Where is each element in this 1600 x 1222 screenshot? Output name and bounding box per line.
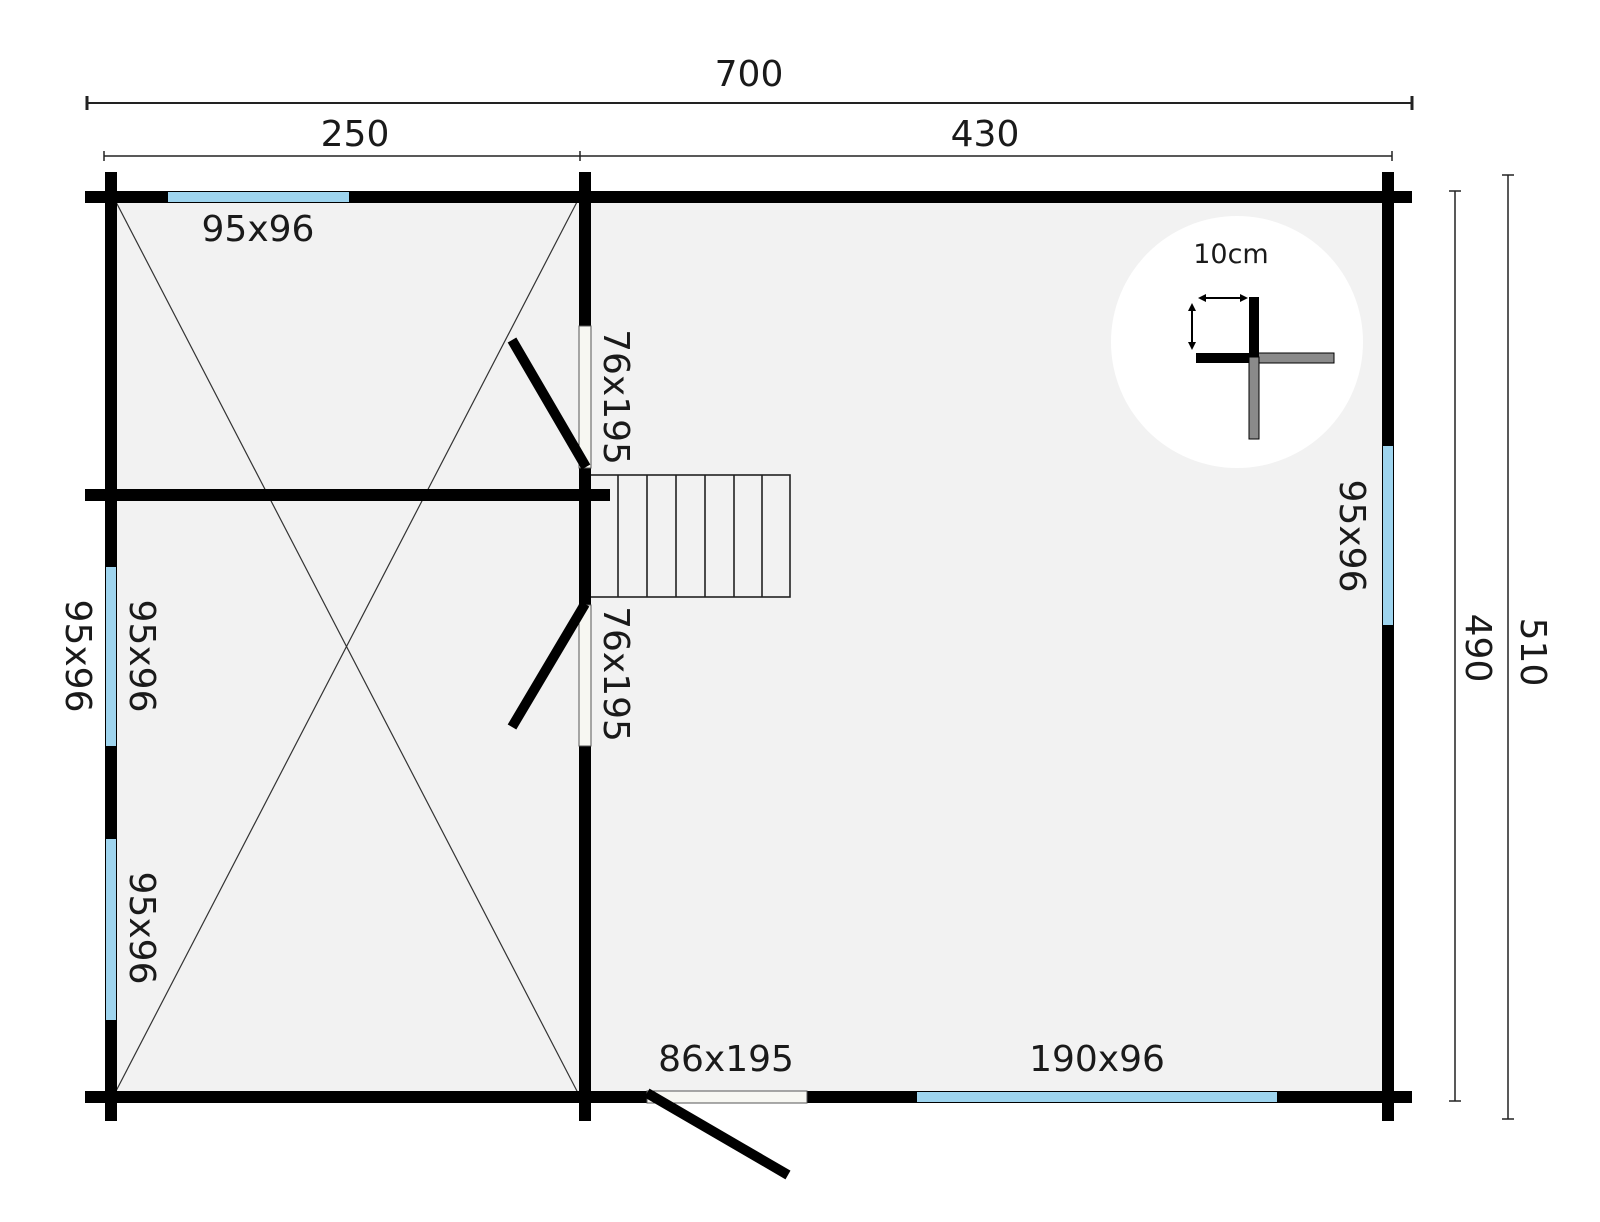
label-door-entrance: 86x195 xyxy=(658,1039,794,1080)
door-gap-inner-lower xyxy=(578,604,592,747)
detail-arrowhead xyxy=(1188,303,1196,311)
dimension-outer-depth: 510 xyxy=(1502,174,1553,1120)
detail-arrowhead xyxy=(1198,294,1206,302)
dimension-total-width: 700 xyxy=(85,54,1414,110)
label-window-left-b: 95x96 xyxy=(121,872,162,985)
dim-outer-depth-label: 510 xyxy=(1512,618,1553,687)
staircase xyxy=(589,474,791,598)
label-window-left-a-inner: 95x96 xyxy=(121,600,162,713)
dim-total-width-label: 700 xyxy=(715,54,784,95)
dimension-right-width: 430 xyxy=(580,114,1393,161)
label-window-bottom: 190x96 xyxy=(1029,1039,1165,1080)
wall-thickness-label: 10cm xyxy=(1193,239,1269,270)
detail-circle xyxy=(1111,216,1363,468)
door-leaf-inner-upper xyxy=(507,337,591,470)
label-window-top-left: 95x96 xyxy=(202,209,315,250)
detail-log-vertical xyxy=(1249,297,1259,357)
door-leaf-inner-lower xyxy=(507,601,590,730)
label-door-inner-lower: 76x195 xyxy=(595,606,636,742)
window-glass-right xyxy=(1383,446,1393,625)
dim-inner-depth-label: 490 xyxy=(1457,614,1498,683)
dimension-inner-depth: 490 xyxy=(1449,190,1498,1102)
window-glass-left-b xyxy=(106,839,116,1020)
wall-corner-posts xyxy=(105,172,1394,1121)
wall-corner-detail: 10cm xyxy=(1111,216,1363,468)
label-door-inner-upper: 76x195 xyxy=(595,329,636,465)
door-gap-inner-upper xyxy=(578,325,592,469)
detail-log-horizontal xyxy=(1196,353,1254,363)
dim-left-width-label: 250 xyxy=(321,114,390,155)
cross-diagonal-b xyxy=(114,199,579,1094)
label-window-left-a-outer: 95x96 xyxy=(57,600,98,713)
door-leaf-entrance xyxy=(644,1088,791,1180)
detail-arrowhead xyxy=(1188,342,1196,350)
window-glass-bottom xyxy=(917,1092,1277,1102)
window-glass-top-left xyxy=(168,192,349,202)
detail-log-vertical-end xyxy=(1248,356,1260,440)
window-glass-left-a xyxy=(106,567,116,746)
detail-log-horizontal-end xyxy=(1253,352,1335,364)
detail-arrowhead xyxy=(1240,294,1248,302)
label-window-right: 95x96 xyxy=(1331,480,1372,593)
dim-right-width-label: 430 xyxy=(951,114,1020,155)
dimension-left-width: 250 xyxy=(103,114,581,161)
